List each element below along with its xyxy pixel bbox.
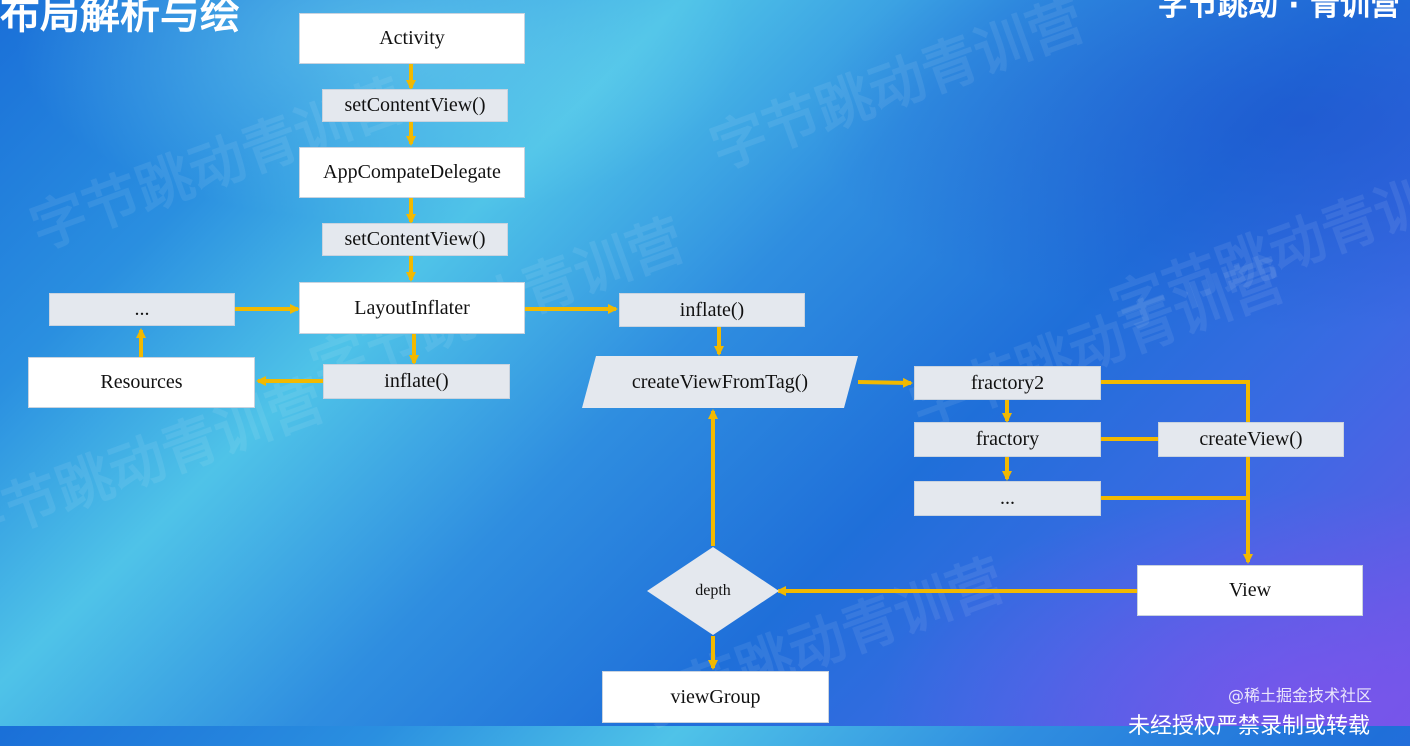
depth-diamond bbox=[647, 547, 779, 635]
node-inflate-right: inflate() bbox=[619, 293, 805, 327]
node-inflate-below: inflate() bbox=[323, 364, 510, 399]
node-createview: createView() bbox=[1158, 422, 1344, 457]
footer-credit: @稀土掘金技术社区 bbox=[1228, 686, 1373, 705]
node-fractory: fractory bbox=[914, 422, 1101, 457]
node-ellipsis-factory: ... bbox=[914, 481, 1101, 516]
node-appcompat-delegate: AppCompateDelegate bbox=[299, 147, 525, 198]
node-fractory2: fractory2 bbox=[914, 366, 1101, 400]
node-view: View bbox=[1137, 565, 1363, 616]
flow-arrows bbox=[136, 64, 1253, 670]
arrow-createviewfromtag-to-fractory2 bbox=[857, 377, 913, 388]
node-createviewfromtag: createViewFromTag() bbox=[631, 370, 809, 393]
node-activity: Activity bbox=[299, 13, 525, 64]
node-viewgroup: viewGroup bbox=[602, 671, 829, 723]
node-ellipsis-top: ... bbox=[49, 293, 235, 326]
footer-notice: 未经授权严禁录制或转载 bbox=[1128, 714, 1371, 739]
line-fractory2-right bbox=[1100, 380, 1250, 498]
node-setcontentview-1: setContentView() bbox=[322, 89, 508, 122]
node-depth: depth bbox=[695, 582, 731, 599]
node-layoutinflater: LayoutInflater bbox=[299, 282, 525, 334]
slide-title: 布局解析与绘 bbox=[0, 0, 240, 38]
node-createviewfromtag-shape bbox=[582, 356, 858, 408]
node-setcontentview-2: setContentView() bbox=[322, 223, 508, 256]
brand-logo: 字节跳动 · 青训营 bbox=[1157, 0, 1400, 23]
node-resources: Resources bbox=[28, 357, 255, 408]
